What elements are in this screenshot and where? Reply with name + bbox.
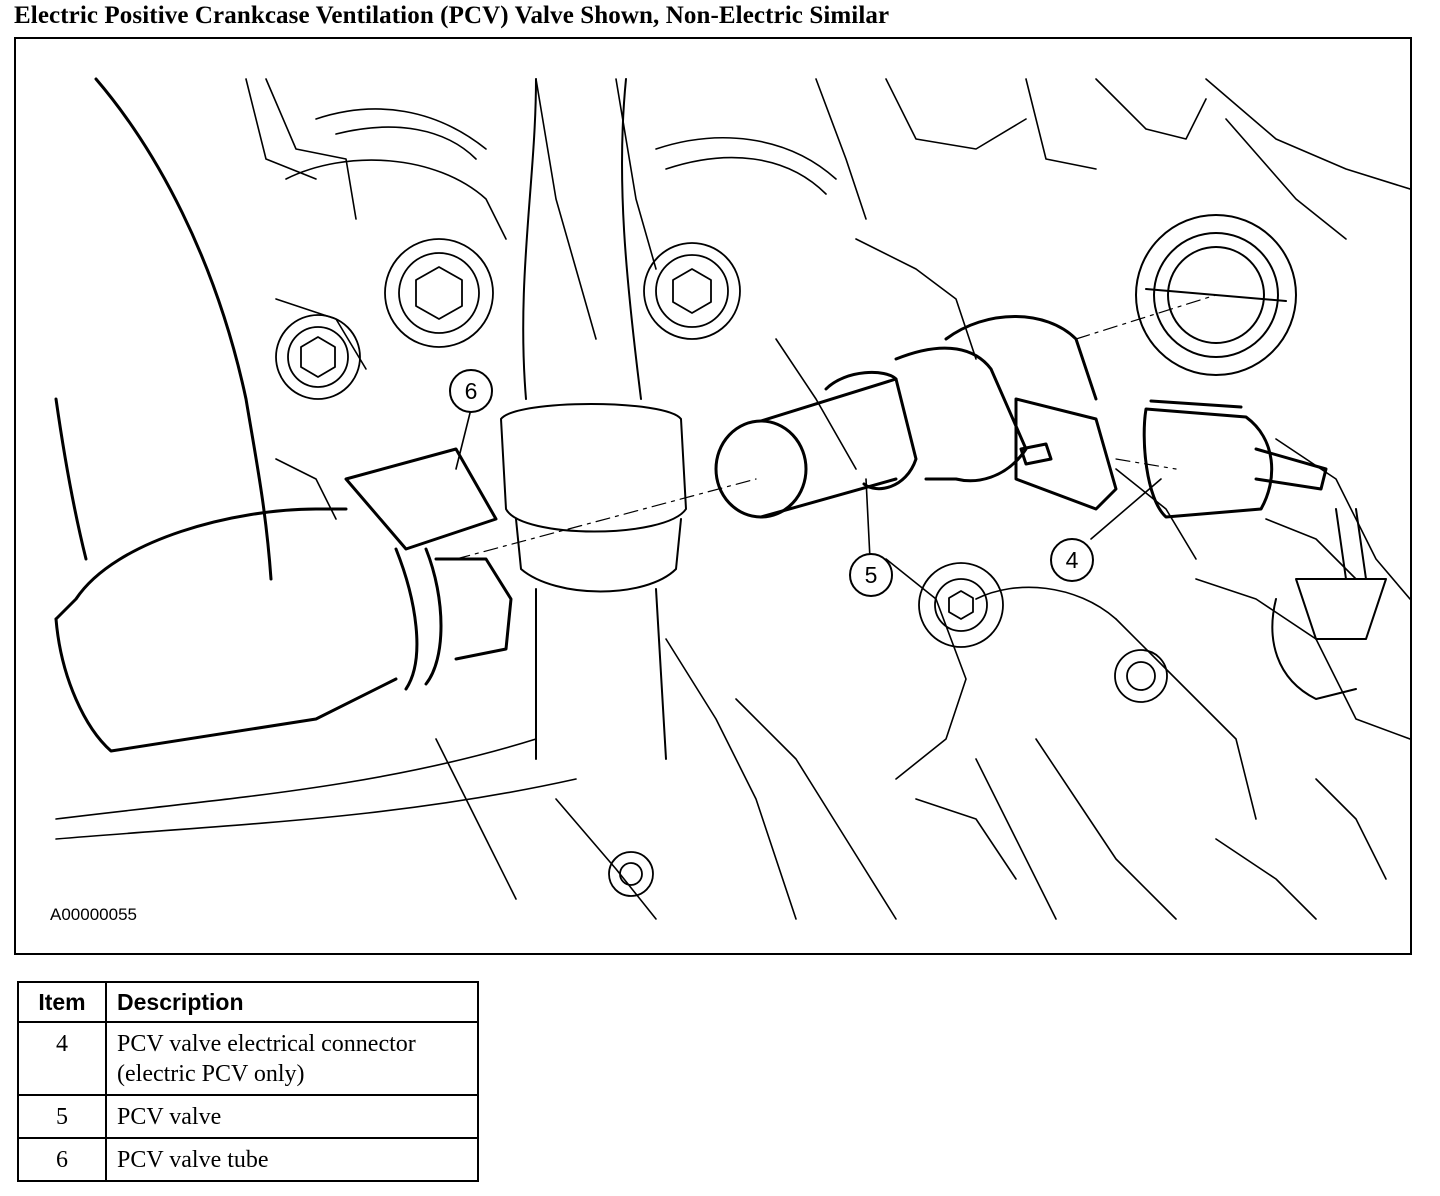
bolt-heads: [275, 238, 1168, 897]
vertical-pipe: [500, 78, 687, 760]
callout-4: 4: [1050, 538, 1094, 582]
legend-header-description: Description: [105, 981, 479, 1023]
legend-item-number: 4: [17, 1021, 107, 1096]
pcv-valve-tube-drawing: [54, 77, 513, 753]
legend-header-row: Item Description: [17, 981, 479, 1023]
legend-header-item: Item: [17, 981, 107, 1023]
legend-table: Item Description 4 PCV valve electrical …: [17, 981, 479, 1182]
legend-item-description: PCV valve electrical connector (electric…: [105, 1021, 479, 1096]
legend-item-description: PCV valve: [105, 1094, 479, 1139]
pcv-valve-drawing: [714, 315, 1118, 519]
legend-item-number: 5: [17, 1094, 107, 1139]
diagram-figure: 6 5 4 A00000055: [14, 37, 1412, 955]
alignment-lines: [455, 294, 1217, 560]
stud-right: [1271, 508, 1387, 700]
legend-item-number: 6: [17, 1137, 107, 1182]
page-title: Electric Positive Crankcase Ventilation …: [14, 2, 890, 29]
table-row: 5 PCV valve: [17, 1094, 479, 1139]
engine-port: [1135, 214, 1297, 376]
callout-5: 5: [849, 553, 893, 597]
engine-line-drawing: [54, 77, 1410, 920]
table-row: 6 PCV valve tube: [17, 1137, 479, 1182]
callout-6: 6: [449, 369, 493, 413]
legend-item-description: PCV valve tube: [105, 1137, 479, 1182]
figure-id: A00000055: [50, 905, 137, 924]
pcv-connector-drawing: [1142, 399, 1328, 519]
engine-background: [55, 78, 1410, 920]
table-row: 4 PCV valve electrical connector (electr…: [17, 1021, 479, 1096]
